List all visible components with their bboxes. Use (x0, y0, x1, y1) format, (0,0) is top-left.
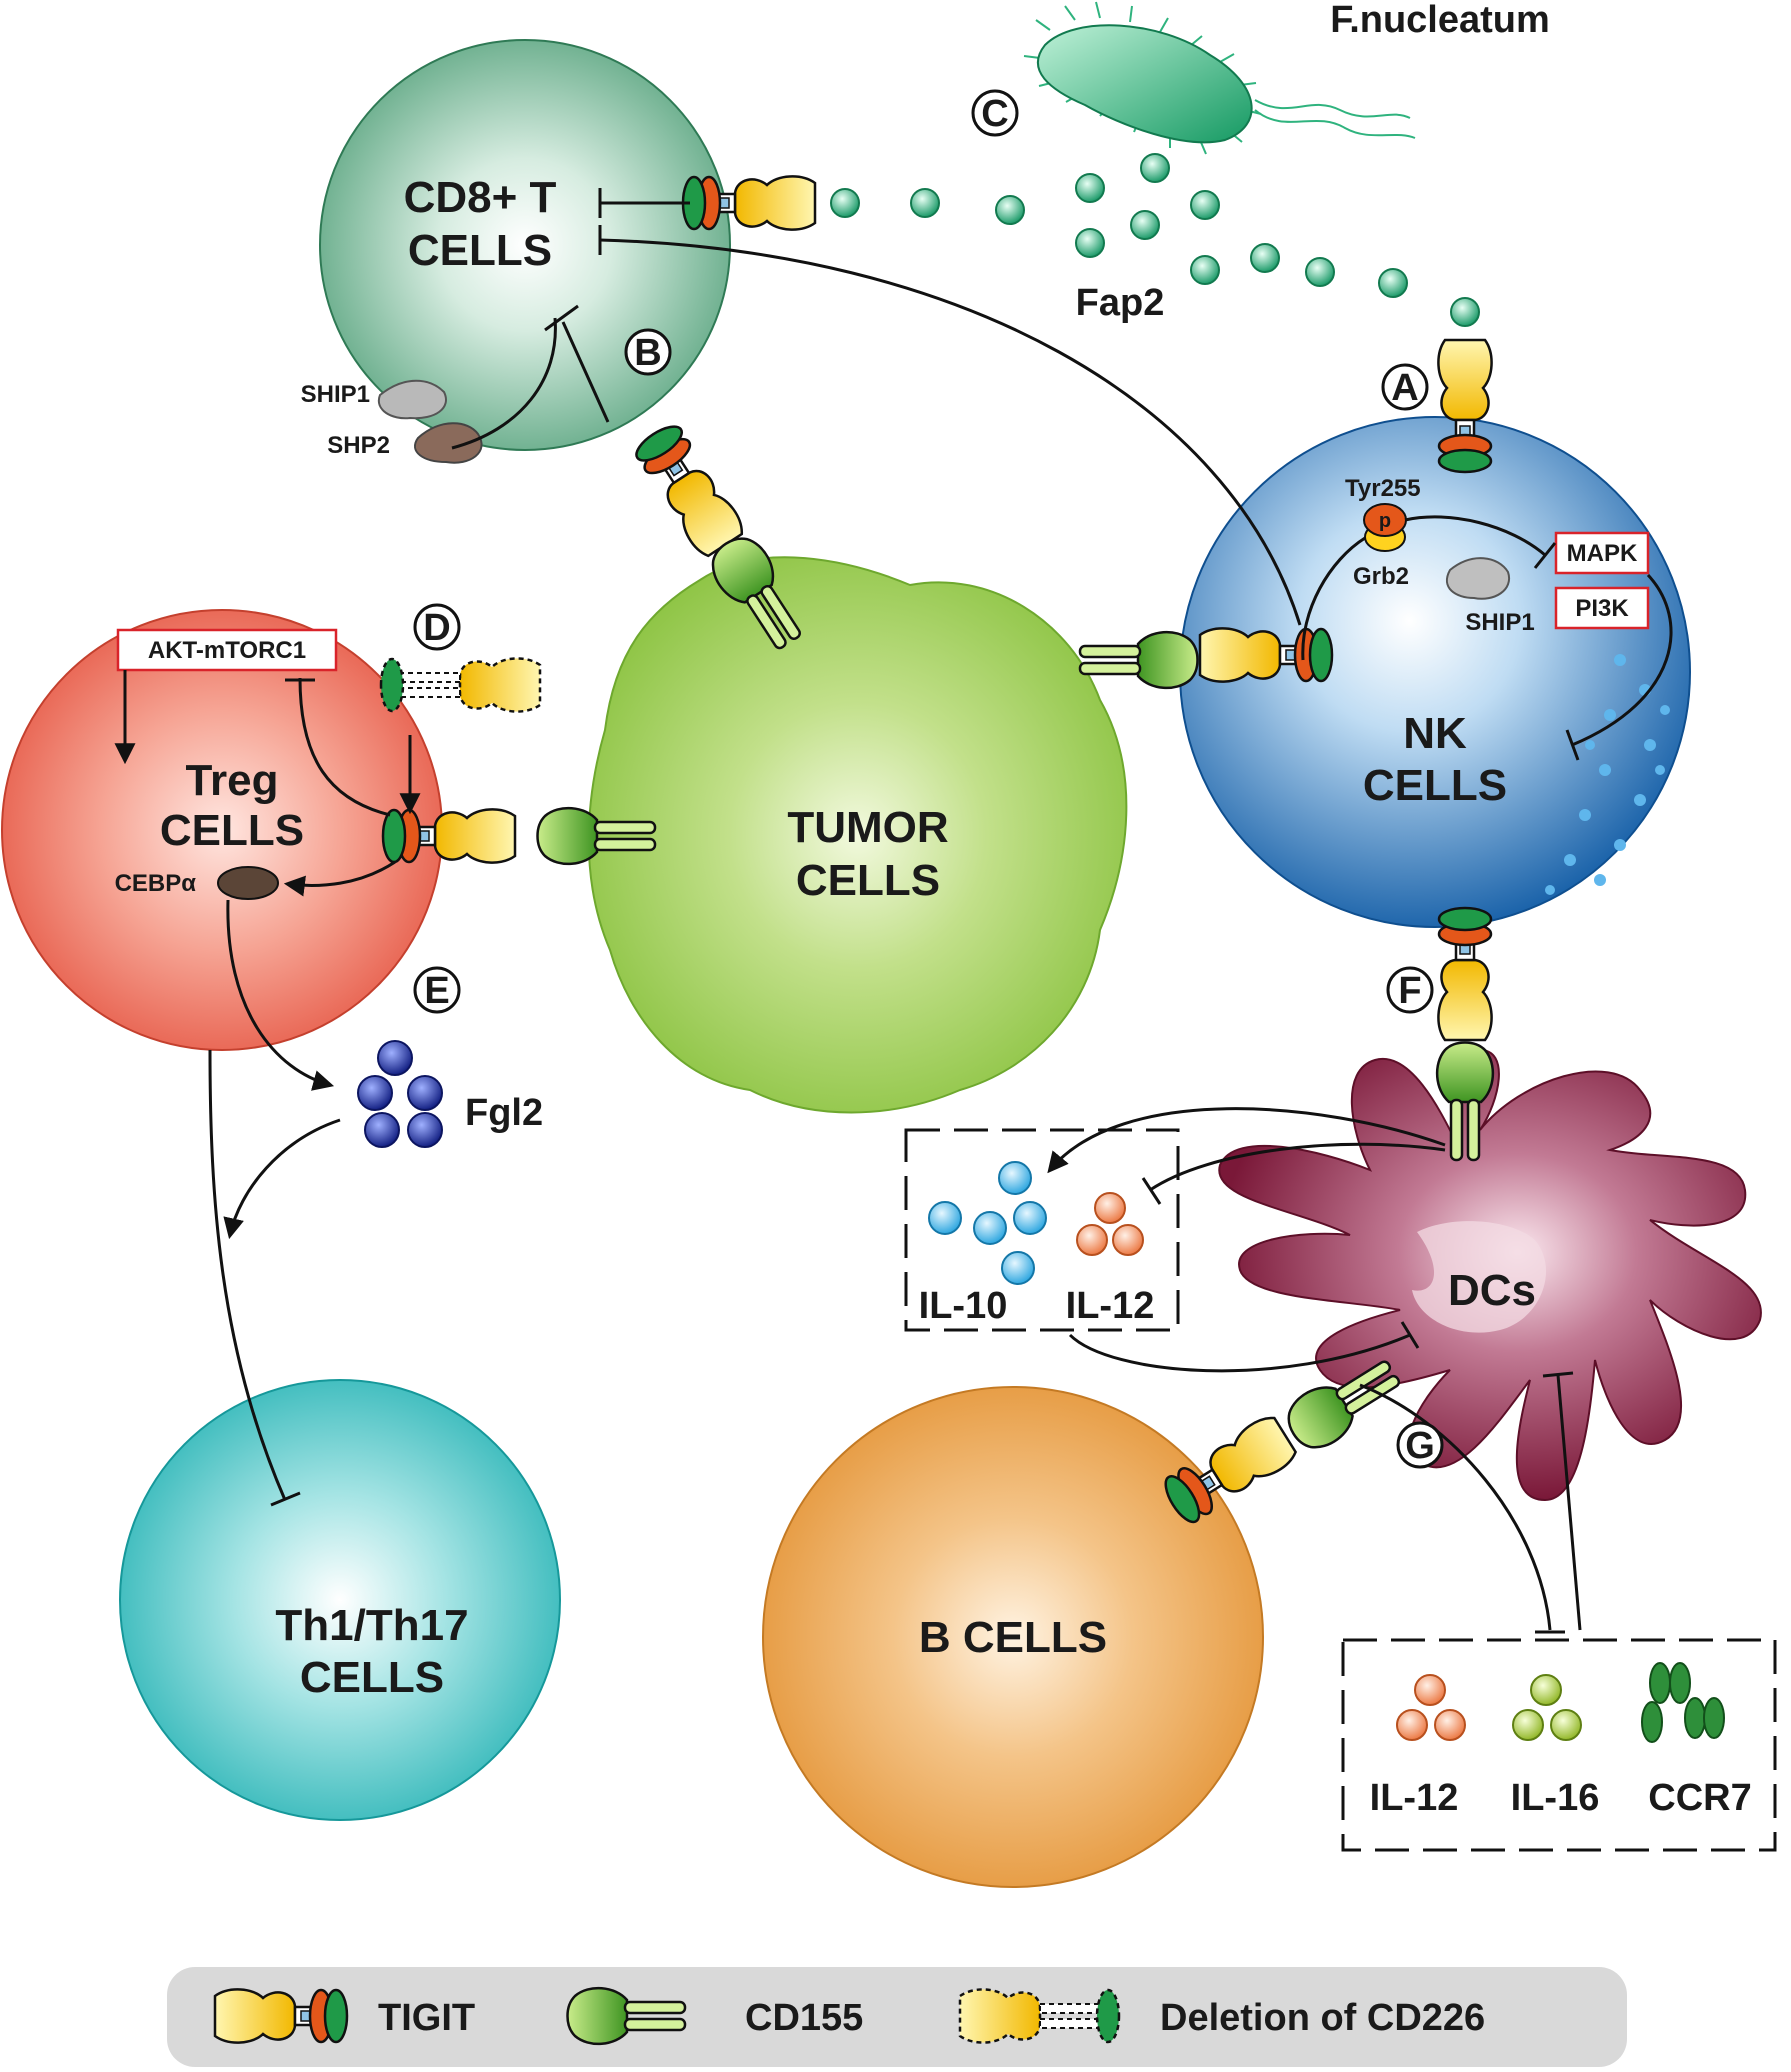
fap2-label: Fap2 (1076, 282, 1165, 324)
il12-bottom-label: IL-12 (1370, 1777, 1459, 1819)
legend-tigit-icon (213, 1988, 349, 2044)
b-cell-label: B CELLS (919, 1613, 1107, 1662)
svg-text:E: E (424, 970, 449, 1012)
dc-label: DCs (1448, 1266, 1536, 1315)
pi3k-label: PI3K (1575, 595, 1629, 622)
il16-label: IL-16 (1511, 1777, 1600, 1819)
marker-a: A (1381, 363, 1429, 411)
cd8-label-line2: CELLS (408, 226, 552, 275)
grb2-label: Grb2 (1353, 563, 1409, 590)
il12-il16-ccr7-box: IL-12 IL-16 CCR7 (1341, 1638, 1777, 1852)
akt-mtorc1-label: AKT-mTORC1 (148, 637, 306, 664)
ship1-protein-cd8 (377, 379, 447, 420)
ccr7-cluster (1641, 1662, 1725, 1743)
il10-label: IL-10 (919, 1285, 1008, 1327)
th-label-line2: CELLS (300, 1653, 444, 1702)
nk-label-line1: NK (1403, 709, 1467, 758)
fap2-beads: Fap2 (830, 153, 1480, 327)
cebpa-label: CEBPα (115, 870, 197, 897)
f-nucleatum-label: F.nucleatum (1330, 0, 1550, 41)
f-nucleatum-bacterium: F.nucleatum (1023, 0, 1550, 155)
treg-cell: Treg CELLS AKT-mTORC1 CEBPα (1, 609, 443, 1051)
il12-top-label: IL-12 (1066, 1285, 1155, 1327)
ship1-label-cd8: SHIP1 (301, 381, 370, 408)
nk-granules (1545, 654, 1670, 895)
mapk-label: MAPK (1567, 540, 1638, 567)
mapk-box (1554, 531, 1650, 575)
tigit-receptor-nk-top (1437, 338, 1493, 474)
nk-label-line2: CELLS (1363, 761, 1507, 810)
pi3k-box (1554, 586, 1650, 630)
akt-mtorc1-box (116, 628, 338, 672)
marker-c: C (971, 89, 1019, 137)
ship1-label-nk: SHIP1 (1465, 609, 1534, 636)
svg-text:B: B (634, 332, 661, 374)
fgl2-cluster: Fgl2 (357, 1040, 543, 1148)
legend: TIGIT CD155 Deletion of CD226 (167, 1967, 1627, 2067)
svg-text:G: G (1405, 1425, 1435, 1467)
tumor-label-line1: TUMOR (787, 803, 948, 852)
nk-cell: NK CELLS Tyr255 p Grb2 SHIP1 MAPK PI3K (1179, 416, 1691, 928)
legend-tigit-label: TIGIT (378, 1997, 475, 2039)
dendritic-cell: DCs (1218, 1048, 1762, 1502)
cd8-label-line1: CD8+ T (404, 173, 557, 222)
tumor-label-line2: CELLS (796, 856, 940, 905)
tigit-receptor-cd8-fap2 (681, 175, 817, 231)
marker-e: E (413, 966, 461, 1014)
ship1-protein-nk (1446, 557, 1511, 600)
th1-th17-cell: Th1/Th17 CELLS (119, 1379, 561, 1821)
marker-d: D (413, 603, 461, 651)
ccr7-label: CCR7 (1648, 1777, 1751, 1819)
th-label-line1: Th1/Th17 (275, 1601, 468, 1650)
pathway-lines (114, 188, 1673, 1634)
svg-text:F: F (1398, 970, 1421, 1012)
tigit-receptor-nk-dc (1437, 906, 1493, 1042)
il10-il12-box: IL-10 IL-12 (904, 1128, 1180, 1332)
marker-b: B (624, 328, 672, 376)
fgl2-label: Fgl2 (465, 1092, 543, 1134)
tyr255-label: Tyr255 (1345, 475, 1421, 502)
b-cell: B CELLS (762, 1386, 1264, 1888)
svg-text:C: C (981, 93, 1008, 135)
treg-label-line1: Treg (186, 756, 279, 805)
cebpa-protein (217, 866, 279, 900)
svg-text:D: D (423, 607, 450, 649)
phospho-label: p (1379, 510, 1391, 532)
shp2-label: SHP2 (327, 432, 390, 459)
svg-text:A: A (1391, 367, 1418, 409)
tumor-cell: TUMOR CELLS (587, 556, 1128, 1114)
cd155-ligand-tumor-nk (1078, 630, 1199, 690)
cd8-t-cell: CD8+ T CELLS SHIP1 SHP2 (301, 39, 731, 464)
legend-cd155-label: CD155 (745, 1997, 863, 2039)
tigit-receptor-cd8-tumor (629, 418, 749, 561)
shp2-protein (414, 422, 483, 464)
tigit-receptor-treg (381, 808, 517, 864)
marker-f: F (1386, 966, 1434, 1014)
treg-label-line2: CELLS (160, 806, 304, 855)
marker-g: G (1396, 1421, 1444, 1469)
legend-deletion-cd226-label: Deletion of CD226 (1160, 1997, 1485, 2039)
tigit-receptor-nk-tumor (1198, 627, 1334, 683)
deleted-cd226-treg (379, 657, 542, 713)
